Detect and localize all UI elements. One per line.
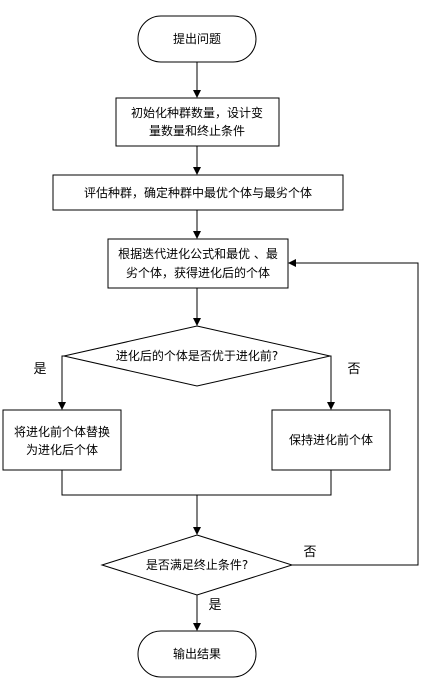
edge-compare-keep [327,355,335,410]
terminate-no-label: 否 [303,545,316,560]
end-label: 输出结果 [173,646,221,661]
edge-terminate-update-loop [288,259,419,566]
start-node: 提出问题 [137,15,257,63]
start-label: 提出问题 [173,31,221,46]
update-label-line1: 根据迭代进化公式和最优 、最 [118,247,278,261]
compare-decision: 进化后的个体是否优于进化前? [63,325,331,387]
keep-label: 保持进化前个体 [289,432,373,447]
init-label-line1: 初始化种群数量，设计变 [131,105,263,120]
edge-merge [61,470,332,496]
update-label-line2: 劣个体，获得进化后的个体 [126,265,270,280]
evaluate-label: 评估种群，确定种群中最优个体与最劣个体 [84,185,312,200]
terminate-decision: 是否满足终止条件? [100,534,294,596]
update-node: 根据迭代进化公式和最优 、最 劣个体，获得进化后的个体 [107,238,289,289]
terminate-yes-label: 是 [208,598,221,613]
replace-label-line2: 为进化后个体 [26,443,98,457]
edge-compare-replace [58,355,66,410]
init-label-line2: 量数量和终止条件 [149,123,245,138]
compare-label: 进化后的个体是否优于进化前? [116,348,278,363]
evaluate-node: 评估种群，确定种群中最优个体与最劣个体 [52,174,344,211]
replace-node: 将进化前个体替换 为进化后个体 [2,409,122,471]
keep-node: 保持进化前个体 [271,409,391,471]
replace-label-line1: 将进化前个体替换 [14,424,110,439]
terminate-label: 是否满足终止条件? [146,557,248,572]
compare-no-label: 否 [347,362,360,377]
end-node: 输出结果 [137,630,257,678]
compare-yes-label: 是 [33,362,46,377]
init-node: 初始化种群数量，设计变 量数量和终止条件 [115,97,280,147]
